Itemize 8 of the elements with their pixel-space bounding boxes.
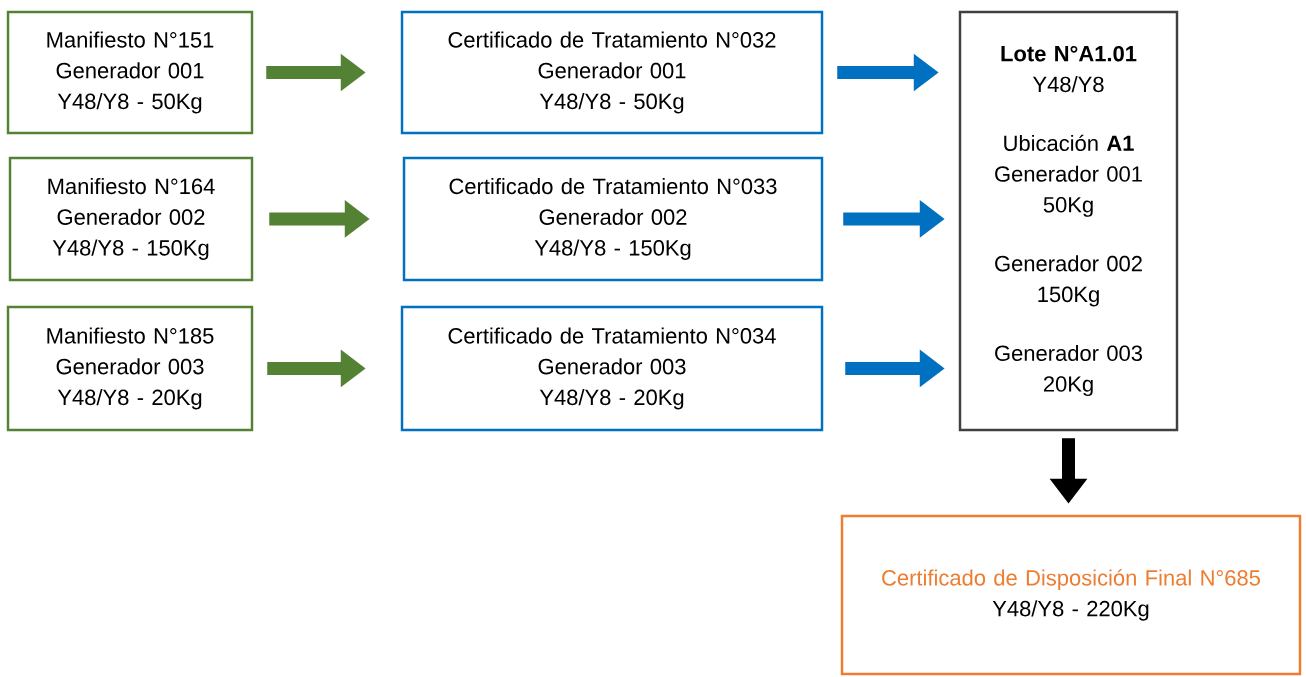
certificate-box: Certificado de Tratamiento N°033 Generador 002 Y48/Y8 - 150Kg <box>402 156 824 282</box>
document-box: Manifiesto N°185 Generador 003 Y48/Y8 - 20Kg <box>6 305 254 432</box>
batch-box: Lote N°A1.01 Y48/Y8 Ubicación A1 Generador 001 50Kg Generador 002 150Kg Generador 003 20Kg <box>958 10 1179 432</box>
document-box: Manifiesto N°164 Generador 002 Y48/Y8 - 150Kg <box>8 156 254 282</box>
certificate-box: Certificado de Tratamiento N°032 Generador 001 Y48/Y8 - 50Kg <box>400 10 824 135</box>
document-box: Manifiesto N°151 Generador 001 Y48/Y8 - 50Kg <box>6 10 254 135</box>
certificate-box: Certificado de Tratamiento N°034 Generador 003 Y48/Y8 - 20Kg <box>400 305 824 432</box>
final-certificate-box: Certificado de Disposición Final N°685 Y48/Y8 - 220Kg <box>840 514 1302 676</box>
